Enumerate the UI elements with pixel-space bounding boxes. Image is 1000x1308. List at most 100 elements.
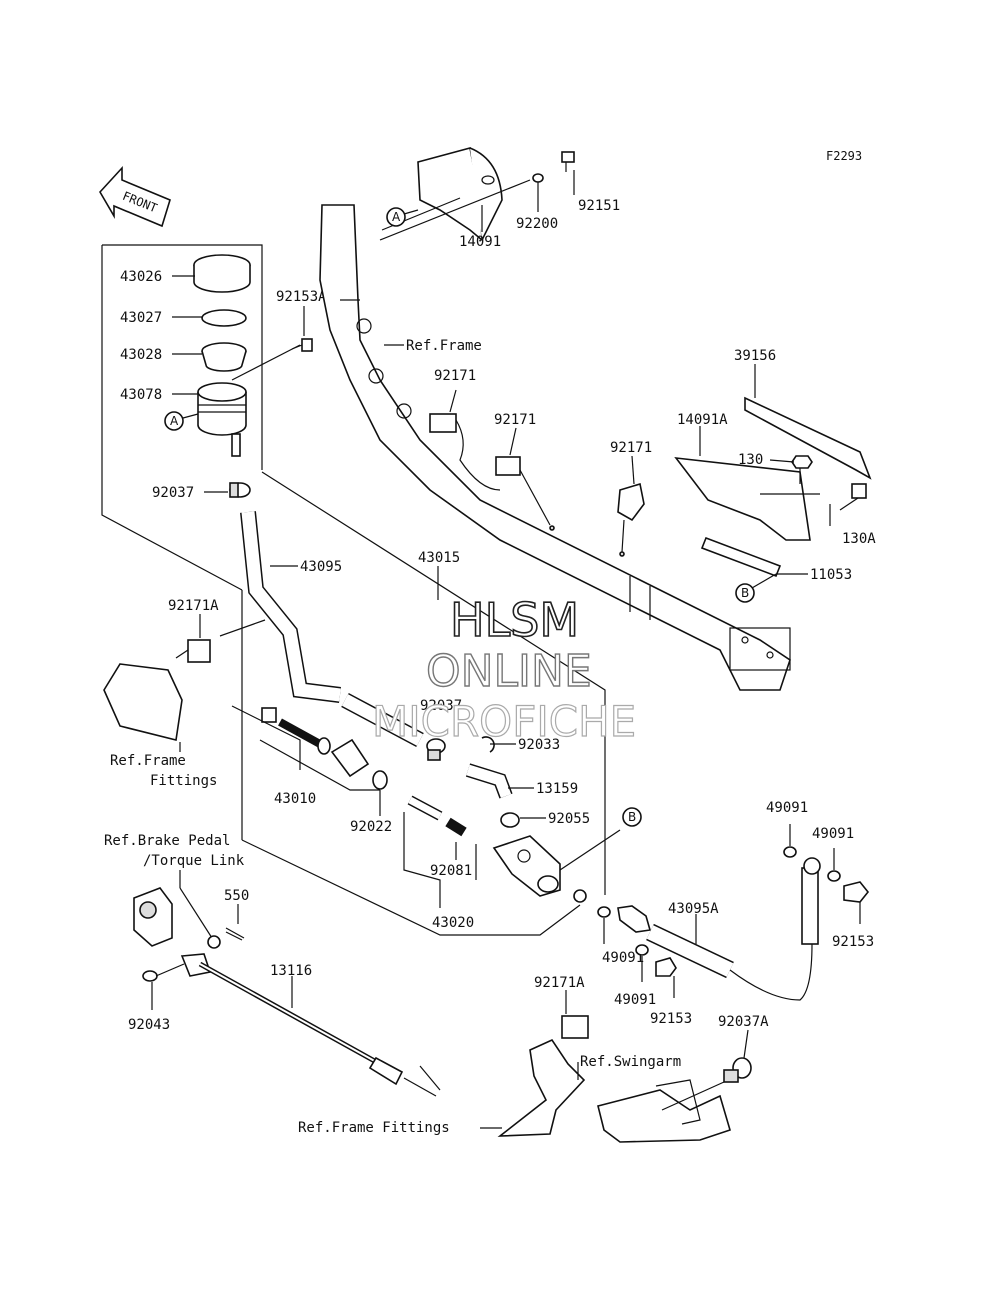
reservoir-hose: [240, 511, 341, 703]
part-92037-mid: 92037: [420, 698, 462, 714]
push-rod-13116: [180, 953, 404, 1086]
bolt-92153-r: [843, 881, 870, 903]
frame-fittings-bracket-bottom: [497, 1038, 586, 1137]
part-49091-c1: 49091: [602, 950, 644, 966]
part-92033: 92033: [518, 737, 560, 753]
master-cylinder-body: [492, 835, 561, 897]
bolt-92153-c: [655, 957, 677, 977]
washer-49091-r2: [827, 870, 841, 882]
circlip-92022: [372, 770, 388, 790]
part-49091-r2: 49091: [812, 826, 854, 842]
marker-a-reservoir: [164, 411, 184, 431]
frame-fittings-bracket-left: [103, 663, 183, 741]
part-92171-b: 92171: [494, 412, 536, 428]
frame-cover: [417, 147, 503, 242]
reservoir-cap: [193, 254, 251, 293]
bolt-92153a: [291, 338, 313, 352]
part-92171-a: 92171: [434, 368, 476, 384]
marker-a-frame-text: A: [392, 210, 401, 224]
part-130: 130: [738, 452, 763, 468]
hose-fitting-13159: [465, 763, 513, 799]
part-92151: 92151: [578, 198, 620, 214]
part-92153a: 92153A: [276, 289, 327, 305]
part-14091a: 14091A: [677, 412, 728, 428]
swingarm-piece: [597, 1089, 731, 1143]
part-92037a: 92037A: [718, 1014, 769, 1030]
part-92171a-left: 92171A: [168, 598, 219, 614]
part-49091-c2: 49091: [614, 992, 656, 1008]
part-92055: 92055: [548, 811, 590, 827]
diaphragm: [201, 342, 247, 372]
washer-brake-pedal: [207, 935, 221, 949]
part-43020: 43020: [432, 915, 474, 931]
hose-clamp-92037a: [723, 1057, 752, 1083]
part-43078: 43078: [120, 387, 162, 403]
part-39156: 39156: [734, 348, 776, 364]
part-13159: 13159: [536, 781, 578, 797]
plate-11053: [700, 536, 782, 578]
frame-tube: [319, 204, 791, 691]
washer-49091-c2: [635, 944, 649, 956]
part-43027: 43027: [120, 310, 162, 326]
part-43026: 43026: [120, 269, 162, 285]
o-ring-92055: [500, 812, 520, 828]
part-43095: 43095: [300, 559, 342, 575]
ref-frame-fittings-left-2: Fittings: [150, 773, 217, 789]
part-92153-c: 92153: [650, 1011, 692, 1027]
part-14091: 14091: [459, 234, 501, 250]
brake-pedal-bracket: [133, 887, 173, 947]
ref-frame: Ref.Frame: [406, 338, 482, 354]
part-130a: 130A: [842, 531, 876, 547]
banjo-fitting: [617, 905, 652, 933]
hose-clamp-top: [229, 482, 251, 498]
washer-92200: [532, 173, 544, 183]
clamp-92171a-bottom: [561, 1015, 589, 1039]
part-92153-r: 92153: [832, 934, 874, 950]
clamp-92171-b: [495, 456, 555, 531]
part-43095a: 43095A: [668, 901, 719, 917]
plate-39156: [744, 396, 872, 480]
bolt-130a: [839, 483, 867, 511]
part-92171-c: 92171: [610, 440, 652, 456]
reservoir-group-outline: [101, 244, 301, 591]
piston-assembly: [261, 707, 370, 778]
watermark-line2: ONLINE: [426, 646, 592, 697]
brake-hose-43095a: [646, 923, 813, 1001]
part-49091-r1: 49091: [766, 800, 808, 816]
ref-brake-pedal-2: /Torque Link: [143, 853, 245, 869]
clamp-92171-c: [617, 482, 645, 557]
front-arrow-icon: FRONT: [99, 165, 171, 228]
bolt-92151: [561, 151, 575, 172]
watermark: HLSM ONLINE MICROFICHE: [371, 592, 636, 746]
ref-frame-fittings-left-1: Ref.Frame: [110, 753, 186, 769]
ref-brake-pedal-1: Ref.Brake Pedal: [104, 833, 230, 849]
marker-b-frame: [735, 583, 755, 603]
clamp-92171a-left: [175, 639, 211, 663]
bracket-14091a: [674, 456, 811, 541]
figure-code: F2293: [826, 149, 862, 163]
marker-b-frame-text: B: [741, 586, 749, 600]
part-550: 550: [224, 888, 249, 904]
marker-a-frame: [386, 207, 406, 227]
push-rod: [407, 795, 467, 837]
part-92037-top: 92037: [152, 485, 194, 501]
part-43010: 43010: [274, 791, 316, 807]
circlip-92033: [481, 736, 495, 753]
part-92171a-bottom: 92171A: [534, 975, 585, 991]
reservoir-body: [197, 382, 247, 457]
hose-clamp-mid: [426, 738, 446, 761]
part-92022: 92022: [350, 819, 392, 835]
part-11053: 11053: [810, 567, 852, 583]
part-43015: 43015: [418, 550, 460, 566]
ref-swingarm: Ref.Swingarm: [580, 1054, 681, 1070]
marker-b-cylinder-text: B: [628, 810, 636, 824]
part-92200: 92200: [516, 216, 558, 232]
washer-49091-r1: [783, 846, 797, 858]
part-13116: 13116: [270, 963, 312, 979]
part-92043: 92043: [128, 1017, 170, 1033]
part-92081: 92081: [430, 863, 472, 879]
hose-end-right: [801, 857, 821, 945]
washer-49091-c1: [597, 906, 611, 918]
watermark-line3: MICROFICHE: [372, 697, 636, 746]
